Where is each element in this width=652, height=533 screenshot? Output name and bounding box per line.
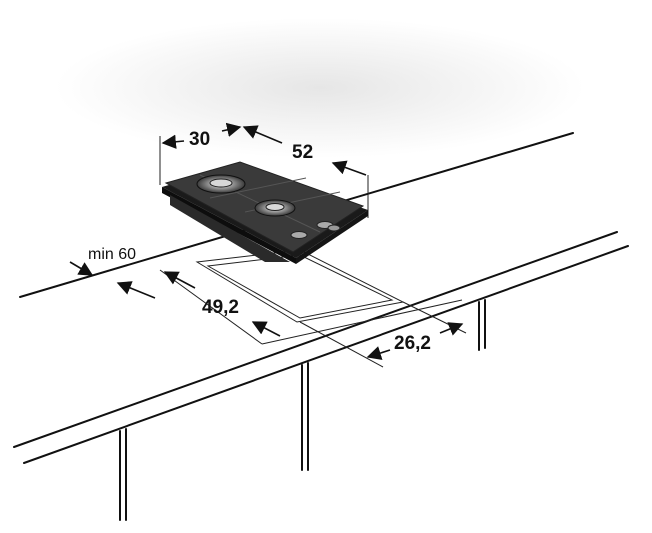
dimension-cutout-width-label: 49,2	[202, 297, 239, 318]
worktop-front-edge-bottom	[23, 245, 629, 464]
dimension-width-label: 52	[292, 142, 313, 163]
cabinet-legs	[119, 299, 486, 521]
dimension-cutout-depth-label: 26,2	[394, 333, 431, 354]
burner-icon	[196, 174, 341, 239]
dimension-depth-label: 30	[189, 129, 210, 150]
background-shadow	[55, 18, 585, 158]
worktop-front-edge-top	[13, 231, 618, 448]
dimension-min-clearance-label: min 60	[88, 246, 136, 263]
dimension-arrows	[69, 122, 464, 360]
